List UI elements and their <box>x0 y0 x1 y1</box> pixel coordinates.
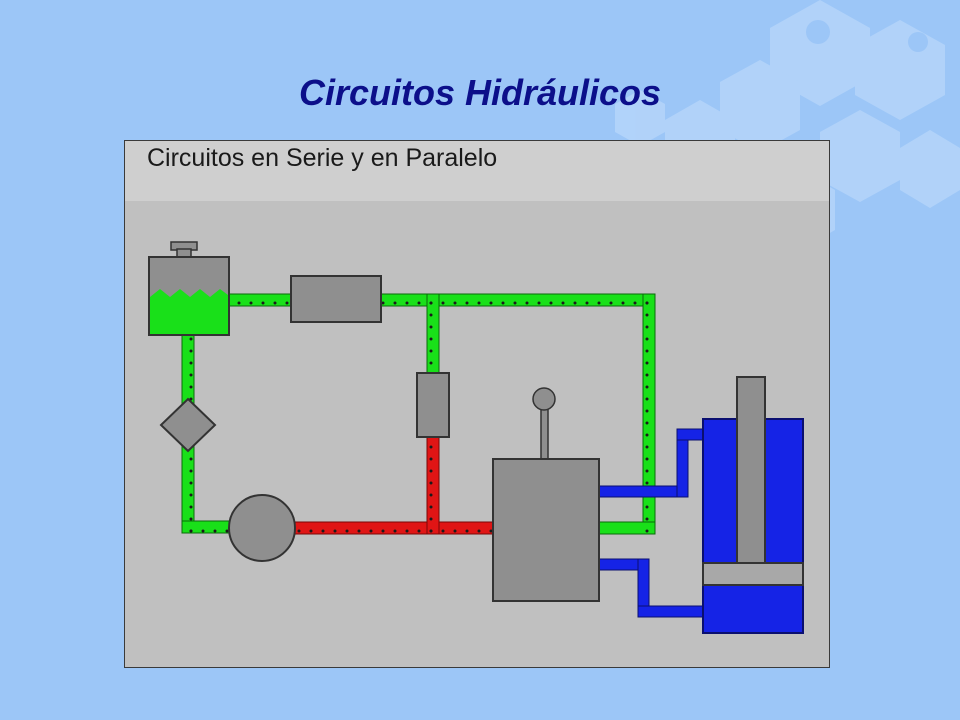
hydraulic-cylinder <box>702 376 804 634</box>
relief-valve <box>416 372 450 438</box>
hydraulic-circuit-diagram <box>148 241 804 634</box>
actuator-lines <box>598 428 704 618</box>
reservoir-tank <box>148 241 230 336</box>
slide-title: Circuitos Hidráulicos <box>298 72 662 113</box>
directional-control-valve <box>492 387 600 602</box>
diagram-header <box>125 141 829 201</box>
pump <box>228 494 296 562</box>
diagram-frame: Circuitos en Serie y en Paralelo <box>124 140 830 668</box>
diagram-title: Circuitos en Serie y en Paralelo <box>147 144 498 172</box>
filter <box>159 397 217 453</box>
inline-valve-top <box>290 275 382 323</box>
